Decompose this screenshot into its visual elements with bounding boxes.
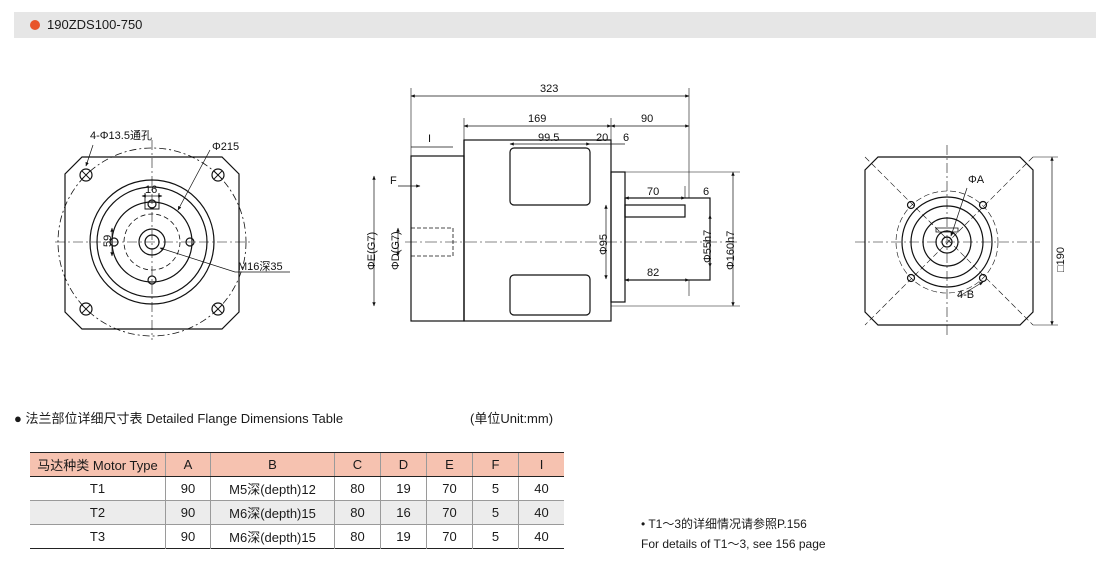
- label-outer-dia: Φ215: [212, 141, 239, 153]
- cell: 70: [426, 476, 473, 501]
- cell: 40: [518, 500, 564, 525]
- label-phi-55: Φ55h7: [702, 230, 714, 263]
- col-A: A: [165, 452, 211, 477]
- cell: M6深(depth)15: [210, 524, 335, 549]
- col-I: I: [518, 452, 564, 477]
- label-phi-E: ΦE(G7): [366, 232, 378, 270]
- cell: 80: [334, 476, 381, 501]
- table-row: T1 90 M5深(depth)12 80 19 70 5 40: [30, 476, 564, 501]
- cell: 40: [518, 524, 564, 549]
- cell: 5: [472, 524, 519, 549]
- label-phi-160: Φ160h7: [725, 231, 737, 270]
- label-323: 323: [540, 83, 558, 95]
- label-20: 20: [596, 132, 608, 144]
- label-thread: M16深35: [238, 260, 283, 273]
- model-title: 190ZDS100-750: [47, 17, 143, 32]
- technical-drawing: 4-Φ13.5通孔 Φ215 16 59 M16深35 323 169: [55, 83, 1067, 340]
- cell: 70: [426, 500, 473, 525]
- col-C: C: [334, 452, 381, 477]
- model-header: 190ZDS100-750: [14, 12, 1096, 38]
- label-99-5: 99.5: [538, 132, 559, 144]
- label-holes: 4-Φ13.5通孔: [90, 129, 152, 142]
- cell: 19: [380, 476, 427, 501]
- col-F: F: [472, 452, 519, 477]
- cell: T3: [89, 529, 106, 544]
- flange-dimensions-table: 马达种类 Motor Type A B C D E F I T1 90 M5深(…: [30, 452, 564, 549]
- label-70: 70: [647, 186, 659, 198]
- cell: 70: [426, 524, 473, 549]
- cell: 90: [165, 476, 211, 501]
- table-title: ● 法兰部位详细尺寸表 Detailed Flange Dimensions T…: [14, 411, 344, 426]
- label-square-190: □190: [1055, 247, 1067, 272]
- label-6a: 6: [623, 132, 629, 144]
- table-header-row: 马达种类 Motor Type A B C D E F I: [30, 452, 564, 477]
- col-E: E: [426, 452, 473, 477]
- cell: T2: [30, 500, 166, 525]
- label-phi-95: Φ95: [598, 234, 610, 255]
- col-motor-type: 马达种类 Motor Type: [30, 452, 166, 477]
- bullet-dot-icon: [30, 20, 40, 30]
- cell: 16: [380, 500, 427, 525]
- label-F: F: [390, 175, 397, 187]
- cell: M5深(depth)12: [210, 476, 335, 501]
- label-phi-D: ΦD(G7): [390, 231, 402, 270]
- front-view: [55, 140, 290, 340]
- cell: 19: [380, 524, 427, 549]
- label-169: 169: [528, 113, 546, 125]
- cell: 80: [334, 500, 381, 525]
- cell: 5: [472, 500, 519, 525]
- col-D: D: [380, 452, 427, 477]
- label-phi-A: ΦA: [968, 174, 985, 186]
- label-holes-B: 4-B: [957, 289, 974, 301]
- cell: M6深(depth)15: [210, 500, 335, 525]
- label-I: I: [428, 133, 431, 145]
- cell: T1: [89, 481, 106, 496]
- reference-note: • T1～3的详细情况请参照P.156 For details of T1～3,…: [641, 514, 826, 554]
- cell: 80: [334, 524, 381, 549]
- label-6b: 6: [703, 186, 709, 198]
- label-90: 90: [641, 113, 653, 125]
- table-row: T3 90 M6深(depth)15 80 19 70 5 40: [30, 524, 564, 549]
- table-row: T2 90 M6深(depth)15 80 16 70 5 40: [30, 500, 564, 525]
- cell: 90: [165, 500, 211, 525]
- cell: 40: [518, 476, 564, 501]
- cell: 90: [165, 524, 211, 549]
- table-unit: (单位Unit:mm): [470, 411, 554, 426]
- rear-view: [855, 145, 1058, 335]
- side-view: [372, 88, 740, 322]
- col-B: B: [210, 452, 335, 477]
- note-line-cn: • T1～3的详细情况请参照P.156: [641, 517, 807, 531]
- note-line-en: For details of T1～3, see 156 page: [641, 537, 826, 551]
- cell: 5: [472, 476, 519, 501]
- label-82: 82: [647, 267, 659, 279]
- label-dim-59: 59: [102, 235, 114, 247]
- label-dim-16: 16: [145, 184, 157, 196]
